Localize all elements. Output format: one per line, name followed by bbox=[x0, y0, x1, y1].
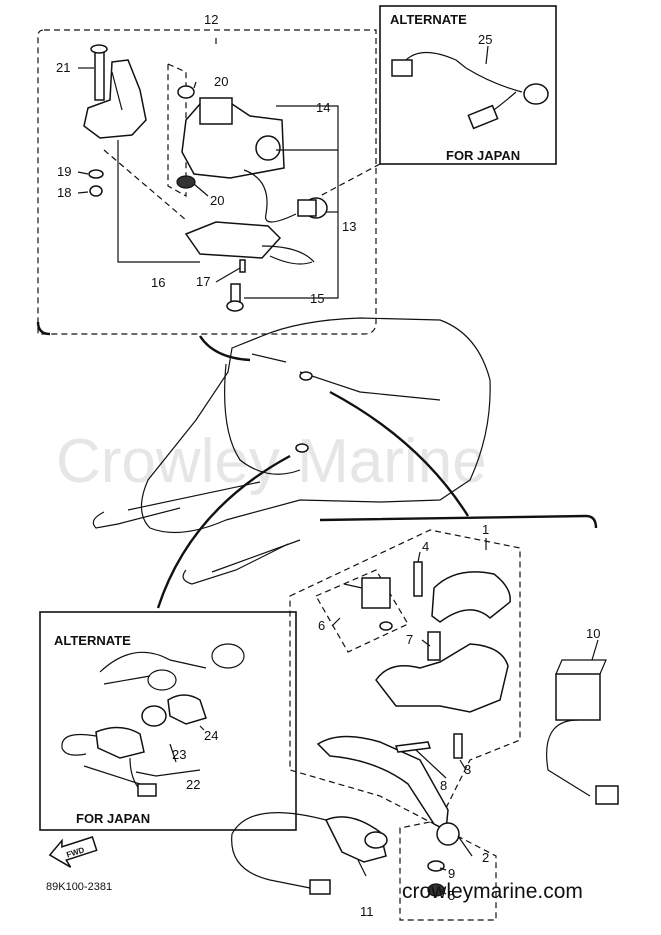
alt-bottom-plug bbox=[137, 783, 157, 797]
callout-25: 25 bbox=[478, 32, 492, 47]
screw-8 bbox=[394, 741, 432, 753]
lower-cover-16 bbox=[184, 221, 282, 259]
callout-15: 15 bbox=[310, 291, 324, 306]
switch-cap bbox=[199, 97, 233, 125]
callout-2: 2 bbox=[482, 850, 489, 865]
throttle-sensor-11 bbox=[324, 816, 387, 863]
callout-12: 12 bbox=[204, 12, 218, 27]
screw-17 bbox=[239, 259, 246, 273]
alt-key-switch-24 bbox=[167, 694, 207, 725]
bracket bbox=[83, 59, 147, 139]
callout-8: 8 bbox=[440, 778, 447, 793]
callout-13: 13 bbox=[342, 219, 356, 234]
callout-23: 23 bbox=[172, 747, 186, 762]
callout-16: 16 bbox=[151, 275, 165, 290]
nut-18 bbox=[89, 185, 103, 197]
alt-nut-23 bbox=[141, 705, 167, 727]
callout-11: 11 bbox=[360, 904, 374, 919]
callout-9: 9 bbox=[448, 866, 455, 881]
callout-21: 21 bbox=[56, 60, 70, 75]
grommet-20-bottom bbox=[176, 175, 196, 189]
callout-20-top: 20 bbox=[214, 74, 228, 89]
callout-22: 22 bbox=[186, 777, 200, 792]
callout-3: 3 bbox=[464, 762, 471, 777]
alternate-top-title: ALTERNATE bbox=[390, 12, 467, 27]
switch-10-connector bbox=[595, 785, 619, 805]
lever-cap bbox=[431, 571, 511, 623]
callout-10: 10 bbox=[586, 626, 600, 641]
callout-18: 18 bbox=[57, 185, 71, 200]
link-arrow-top bbox=[198, 335, 251, 362]
callout-5: 5 bbox=[448, 888, 455, 903]
forward-arrow-icon: FWD bbox=[48, 836, 98, 868]
callout-14: 14 bbox=[316, 100, 330, 115]
alternate-top-subtitle: FOR JAPAN bbox=[446, 148, 520, 163]
alt-top-connector bbox=[523, 83, 549, 105]
alternate-box-bottom bbox=[39, 611, 297, 831]
top-assembly-group bbox=[36, 29, 381, 336]
alt-top-plug bbox=[391, 59, 413, 77]
link-arrow-right bbox=[329, 390, 470, 517]
callout-6: 6 bbox=[318, 618, 325, 633]
collar-7 bbox=[427, 631, 441, 661]
lever-bracket bbox=[375, 643, 509, 713]
washer-9 bbox=[427, 860, 445, 872]
callout-1: 1 bbox=[482, 522, 489, 537]
callout-20-bottom: 20 bbox=[210, 193, 224, 208]
callout-24: 24 bbox=[204, 728, 218, 743]
alternate-box-top bbox=[379, 5, 557, 165]
switch-10 bbox=[555, 673, 601, 721]
nut-5 bbox=[427, 883, 445, 897]
bottom-assembly-group bbox=[231, 514, 619, 921]
callout-17: 17 bbox=[196, 274, 210, 289]
washer-19 bbox=[88, 169, 104, 179]
throttle-lever-2 bbox=[316, 735, 449, 832]
alternate-bottom-title: ALTERNATE bbox=[54, 633, 131, 648]
site-watermark: crowleymarine.com bbox=[402, 880, 583, 903]
alt-switch-body-22 bbox=[95, 726, 145, 759]
alternate-bottom-subtitle: FOR JAPAN bbox=[76, 811, 150, 826]
bolt-4 bbox=[413, 561, 423, 597]
callout-19: 19 bbox=[57, 164, 71, 179]
snowmobile-outline bbox=[92, 317, 491, 585]
screw-15 bbox=[230, 283, 241, 303]
bolt-3 bbox=[453, 733, 463, 759]
callout-4: 4 bbox=[422, 539, 429, 554]
alt-top-grommet bbox=[467, 104, 499, 130]
link-arrow-left bbox=[156, 454, 291, 609]
watermark-text: Crowley Marine bbox=[56, 427, 487, 496]
callout-7: 7 bbox=[406, 632, 413, 647]
stopper-block bbox=[361, 577, 391, 609]
bolt-21 bbox=[94, 47, 105, 101]
grommet-20-top bbox=[177, 85, 195, 99]
sensor-connector bbox=[309, 879, 331, 895]
drawing-code: 89K100-2381 bbox=[46, 881, 112, 893]
